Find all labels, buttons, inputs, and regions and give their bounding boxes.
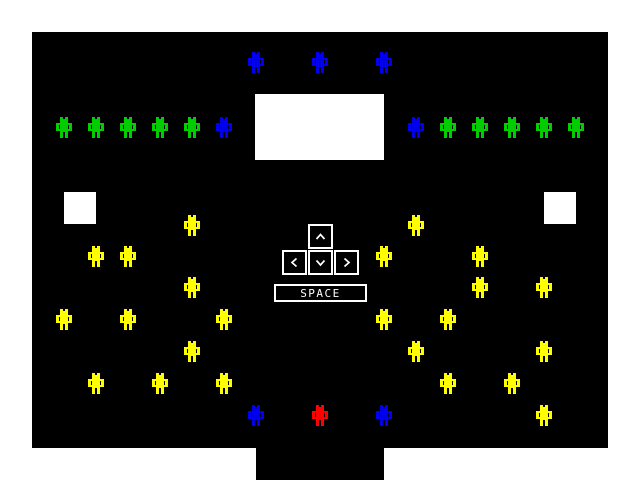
arrow-down-icon: [315, 259, 326, 267]
sprite-blue: [374, 52, 394, 73]
sprite-yellow: [150, 373, 170, 394]
sprite-green: [118, 117, 138, 138]
sprite-blue: [214, 117, 234, 138]
sprite-yellow: [502, 373, 522, 394]
sprite-green: [150, 117, 170, 138]
top-goal-block: [255, 94, 384, 160]
sprite-yellow: [534, 405, 554, 426]
space-key-label: SPACE: [300, 286, 341, 300]
sprite-yellow: [86, 246, 106, 267]
sprite-blue: [246, 405, 266, 426]
sprite-yellow: [54, 309, 74, 330]
sprite-green: [502, 117, 522, 138]
sprite-yellow: [374, 309, 394, 330]
sprite-blue: [310, 52, 330, 73]
sprite-yellow: [438, 373, 458, 394]
sprite-yellow: [118, 309, 138, 330]
key-right-button[interactable]: [334, 250, 359, 275]
sprite-yellow: [406, 215, 426, 236]
sprite-yellow: [470, 277, 490, 298]
arrow-left-icon: [290, 257, 298, 268]
sprite-yellow: [86, 373, 106, 394]
sprite-blue: [246, 52, 266, 73]
sprite-yellow: [182, 215, 202, 236]
sprite-blue: [406, 117, 426, 138]
sprite-yellow: [182, 341, 202, 362]
sprite-yellow: [118, 246, 138, 267]
bottom-exit-passage: [256, 448, 384, 480]
key-up-button[interactable]: [308, 224, 333, 249]
sprite-yellow: [406, 341, 426, 362]
sprite-red: [310, 405, 330, 426]
right-block: [544, 192, 576, 224]
sprite-blue: [374, 405, 394, 426]
sprite-green: [182, 117, 202, 138]
sprite-green: [86, 117, 106, 138]
sprite-yellow: [534, 341, 554, 362]
key-down-button[interactable]: [308, 250, 333, 275]
sprite-yellow: [374, 246, 394, 267]
sprite-green: [438, 117, 458, 138]
space-key-button[interactable]: SPACE: [274, 284, 367, 302]
left-block: [64, 192, 96, 224]
sprite-green: [534, 117, 554, 138]
sprite-green: [566, 117, 586, 138]
sprite-green: [470, 117, 490, 138]
sprite-yellow: [214, 373, 234, 394]
arrow-right-icon: [343, 257, 351, 268]
sprite-green: [54, 117, 74, 138]
key-left-button[interactable]: [282, 250, 307, 275]
sprite-yellow: [470, 246, 490, 267]
sprite-yellow: [182, 277, 202, 298]
sprite-yellow: [214, 309, 234, 330]
sprite-yellow: [534, 277, 554, 298]
arrow-up-icon: [315, 233, 326, 240]
sprite-yellow: [438, 309, 458, 330]
